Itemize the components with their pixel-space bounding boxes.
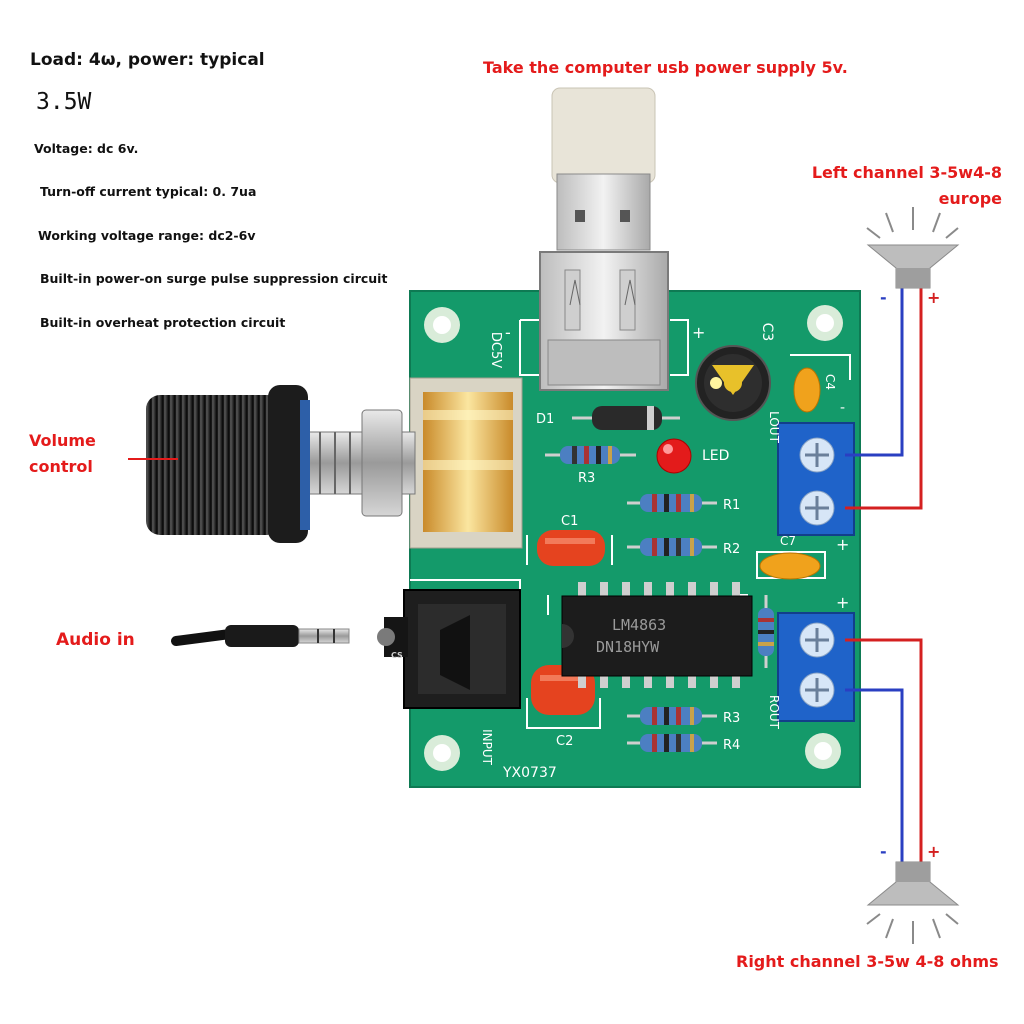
volume-coil	[409, 377, 523, 549]
audio-jack	[377, 589, 521, 709]
resistor-r2	[627, 538, 717, 556]
callout-volume: Volume control	[29, 428, 96, 480]
left-minus-label: -	[880, 288, 887, 307]
silk-r1: R1	[723, 498, 740, 513]
silk-c4: C4	[823, 374, 837, 390]
usb-socket	[539, 251, 669, 391]
left-plus-label: +	[927, 288, 940, 307]
spec-working-range: Working voltage range: dc2-6v	[38, 228, 256, 243]
silk-dc5v: DC5V	[488, 332, 503, 368]
right-plus-label: +	[927, 842, 940, 861]
ic-label: LM4863	[612, 616, 666, 634]
silk-minus: -	[505, 323, 511, 342]
spec-surge: Built-in power-on surge pulse suppressio…	[40, 271, 388, 286]
resistor-r3	[627, 707, 717, 725]
spec-turnoff-current: Turn-off current typical: 0. 7ua	[40, 184, 257, 199]
volume-shaft	[299, 409, 416, 517]
silk-r4: R4	[723, 738, 740, 753]
silk-d1: D1	[536, 412, 554, 427]
ic-code: DN18HYW	[596, 638, 660, 656]
callout-volume-line2: control	[29, 457, 93, 476]
mount-hole-tl	[424, 307, 460, 343]
spec-power-value: 3.5W	[36, 89, 92, 115]
led	[656, 438, 692, 474]
capacitor-c1	[537, 530, 605, 566]
silk-rout-plus: +	[836, 593, 849, 612]
speaker-icon-right	[866, 861, 960, 944]
volume-knob	[146, 385, 310, 543]
mount-hole-tr	[807, 305, 843, 341]
callout-left-channel-line2: europe	[938, 189, 1002, 208]
silk-led: LED	[702, 448, 729, 464]
resistor-vertical	[758, 595, 774, 668]
callout-volume-line1: Volume	[29, 431, 96, 450]
jack-label: CS	[391, 651, 403, 660]
silk-c7: C7	[780, 534, 796, 548]
mount-hole-br	[805, 733, 841, 769]
silk-r2: R2	[723, 542, 740, 557]
silk-lout: LOUT	[767, 411, 781, 443]
left-speaker-wires	[845, 285, 923, 510]
silk-r3-top: R3	[578, 471, 595, 486]
diode-d1	[572, 406, 680, 430]
callout-usb-power: Take the computer usb power supply 5v.	[483, 58, 848, 77]
capacitor-c4	[793, 367, 821, 413]
callout-right-channel: Right channel 3-5w 4-8 ohms	[736, 952, 999, 971]
spec-overheat: Built-in overheat protection circuit	[40, 315, 286, 330]
silk-r3: R3	[723, 711, 740, 726]
resistor-r1	[627, 494, 717, 512]
audio-cable	[171, 625, 350, 647]
spec-load-power: Load: 4ω, power: typical	[30, 50, 265, 70]
mount-hole-bl	[424, 735, 460, 771]
resistor-r3-top	[545, 446, 636, 464]
silk-c7-plus: +	[836, 535, 849, 554]
silk-c2: C2	[556, 734, 573, 749]
terminal-left	[777, 422, 855, 536]
silk-c4-minus: -	[840, 400, 845, 416]
capacitor-c3	[695, 345, 771, 421]
right-minus-label: -	[880, 842, 887, 861]
silk-plus: +	[692, 323, 705, 342]
usb-plug	[551, 87, 656, 251]
silk-rout: ROUT	[767, 695, 781, 730]
capacitor-c7	[759, 552, 821, 580]
silk-input: INPUT	[480, 729, 494, 766]
resistor-r4	[627, 734, 717, 752]
spec-voltage: Voltage: dc 6v.	[34, 141, 139, 156]
silk-c3: C3	[759, 323, 775, 342]
ic-lm4863	[561, 582, 753, 688]
callout-audio-in: Audio in	[56, 630, 135, 650]
callout-left-channel-line1: Left channel 3-5w4-8	[811, 163, 1002, 182]
right-speaker-wires	[845, 638, 923, 862]
speaker-icon-left	[866, 207, 960, 289]
callout-left-channel: Left channel 3-5w4-8 europe	[812, 160, 1002, 212]
silk-c1: C1	[561, 514, 578, 529]
silk-model: YX0737	[502, 765, 557, 781]
terminal-right	[777, 612, 855, 722]
